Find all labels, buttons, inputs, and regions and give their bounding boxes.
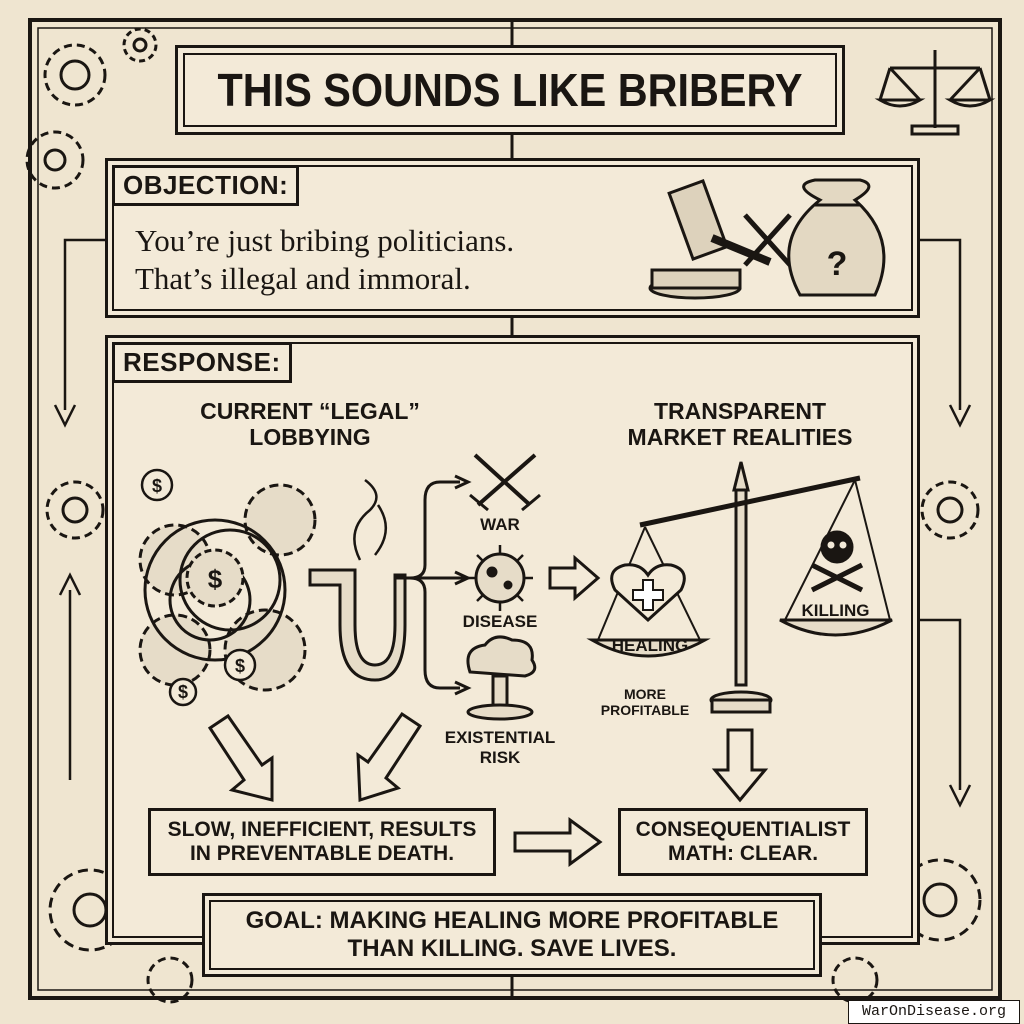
goal-line: GOAL: MAKING HEALING MORE PROFITABLE: [245, 907, 779, 935]
outcome-existential-risk: EXISTENTIAL RISK: [430, 728, 570, 767]
note-line: MORE: [624, 686, 666, 702]
response-label: RESPONSE:: [112, 342, 292, 383]
smoke-icon: [353, 479, 387, 561]
left-result-line: SLOW, INEFFICIENT, RESULTS: [167, 817, 477, 841]
outcome-disease: DISEASE: [462, 612, 538, 631]
title-banner: THIS SOUNDS LIKE BRIBERY: [175, 45, 845, 135]
goal-box: GOAL: MAKING HEALING MORE PROFITABLE THA…: [202, 893, 822, 977]
skull-crossbones-icon: [810, 530, 864, 593]
mushroom-cloud-icon: [466, 635, 537, 721]
tangled-gears-icon: $: [138, 483, 317, 692]
gavel-icon: [648, 179, 772, 300]
note-line: PROFITABLE: [600, 702, 690, 719]
right-arrow-icon: [513, 817, 603, 867]
right-result-box: CONSEQUENTIALIST MATH: CLEAR.: [618, 808, 868, 876]
watermark: WarOnDisease.org: [848, 1000, 1020, 1024]
scale-healing-label: HEALING: [611, 636, 689, 655]
left-heading-line: CURRENT “LEGAL”: [200, 398, 420, 424]
objection-line: That’s illegal and immoral.: [135, 261, 471, 296]
page-title: THIS SOUNDS LIKE BRIBERY: [217, 64, 803, 116]
svg-text:?: ?: [827, 245, 848, 283]
brace: [409, 480, 460, 690]
objection-line: You’re just bribing politicians.: [135, 223, 515, 258]
right-heading: TRANSPARENT MARKET REALITIES: [600, 398, 880, 451]
virus-icon: [467, 545, 533, 611]
svg-text:$: $: [178, 682, 188, 702]
crossed-swords-icon: [469, 453, 541, 512]
right-heading-line: MARKET REALITIES: [627, 424, 853, 451]
dollar-coin-icon: $ $ $: [140, 468, 257, 707]
outcome-war: WAR: [480, 515, 520, 534]
justice-scale-icon: [874, 50, 996, 136]
more-profitable-note: MORE PROFITABLE: [585, 686, 705, 718]
svg-text:$: $: [152, 476, 162, 496]
heart-icon: [610, 563, 686, 623]
right-heading-line: TRANSPARENT: [653, 398, 827, 424]
pipe-icon: [308, 568, 407, 682]
right-result-line: MATH: CLEAR.: [667, 842, 819, 865]
down-arrow-icon: [207, 711, 769, 803]
money-bag-icon: ?: [787, 178, 886, 297]
outcome-line: EXISTENTIAL: [444, 728, 556, 747]
left-heading-line: LOBBYING: [249, 424, 371, 451]
left-result-box: SLOW, INEFFICIENT, RESULTS IN PREVENTABL…: [148, 808, 496, 876]
balance-scale-icon: [586, 461, 893, 714]
goal-line: THAN KILLING. SAVE LIVES.: [347, 935, 677, 962]
right-arrow-icon: [548, 554, 601, 602]
svg-text:$: $: [208, 564, 223, 594]
outcome-line: RISK: [479, 747, 521, 767]
svg-text:$: $: [235, 656, 245, 676]
objection-text: You’re just bribing politicians. That’s …: [135, 222, 514, 298]
right-result-line: CONSEQUENTIALIST: [635, 817, 851, 841]
left-heading: CURRENT “LEGAL” LOBBYING: [170, 398, 450, 451]
scale-killing-label: KILLING: [801, 601, 870, 620]
left-result-line: IN PREVENTABLE DEATH.: [189, 842, 455, 865]
cross-icon: [743, 213, 792, 267]
objection-label: OBJECTION:: [112, 165, 300, 206]
